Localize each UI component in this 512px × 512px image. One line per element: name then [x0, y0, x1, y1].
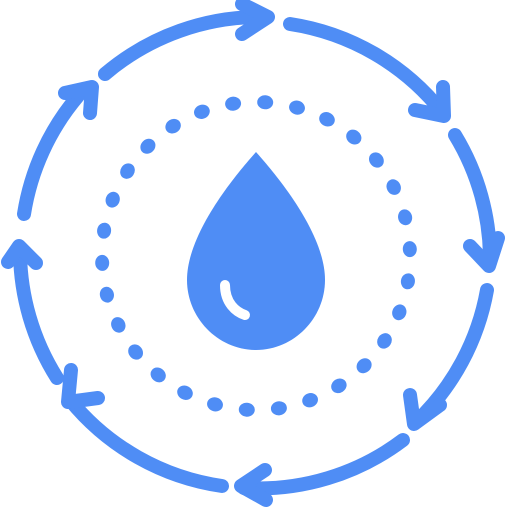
ring-dot: [111, 317, 126, 333]
ring-dot: [346, 129, 362, 145]
arc-top-right: [283, 17, 449, 119]
ring-dot: [400, 273, 415, 290]
ring-dot: [128, 344, 144, 360]
ring-dot: [225, 96, 242, 111]
ring-dot: [356, 358, 372, 374]
water-drop-shape: [187, 152, 325, 350]
arrowhead-bottom: [234, 463, 273, 507]
circular-arrows: [1, 0, 505, 507]
dotted-ring: [95, 95, 417, 417]
ring-dot: [331, 378, 347, 394]
ring-dot: [386, 179, 401, 195]
arc-left-upper: [17, 89, 85, 221]
ring-dot: [177, 385, 193, 400]
ring-dot: [140, 138, 156, 154]
arc-top-left: [98, 9, 272, 81]
ring-dot: [302, 393, 318, 408]
arrowhead-right: [463, 231, 505, 273]
ring-dot: [368, 152, 384, 168]
arrowhead-bottom-left: [61, 363, 105, 409]
ring-dot: [377, 333, 392, 349]
arrowhead-top-right: [408, 80, 451, 123]
water-drop-highlight: [220, 280, 250, 320]
arrowhead-left: [1, 239, 43, 270]
ring-dot: [97, 222, 112, 239]
ring-dot: [257, 95, 274, 110]
arc-left-lower: [13, 243, 64, 385]
ring-dot: [99, 286, 114, 303]
ring-dot: [105, 191, 120, 208]
ring-dot: [289, 100, 305, 115]
ring-dot: [270, 401, 287, 416]
ring-dot: [95, 254, 110, 271]
ring-dot: [194, 104, 210, 119]
arrowhead-bottom-right: [403, 388, 447, 431]
ring-dot: [120, 163, 135, 179]
ring-dot: [402, 241, 417, 258]
arc-right-lower: [409, 283, 494, 429]
ring-dot: [392, 304, 407, 321]
ring-dot: [150, 367, 166, 383]
ring-dot: [207, 397, 223, 412]
ring-dot: [165, 118, 181, 134]
arc-bottom-left: [63, 393, 229, 493]
arrowhead-top: [235, 0, 275, 41]
ring-dot: [319, 112, 335, 127]
ring-dot: [398, 209, 413, 226]
arc-bottom-right: [237, 433, 410, 496]
water-drop-icon: [187, 152, 325, 350]
arrowhead-top-left: [58, 80, 99, 120]
ring-dot: [238, 402, 255, 417]
